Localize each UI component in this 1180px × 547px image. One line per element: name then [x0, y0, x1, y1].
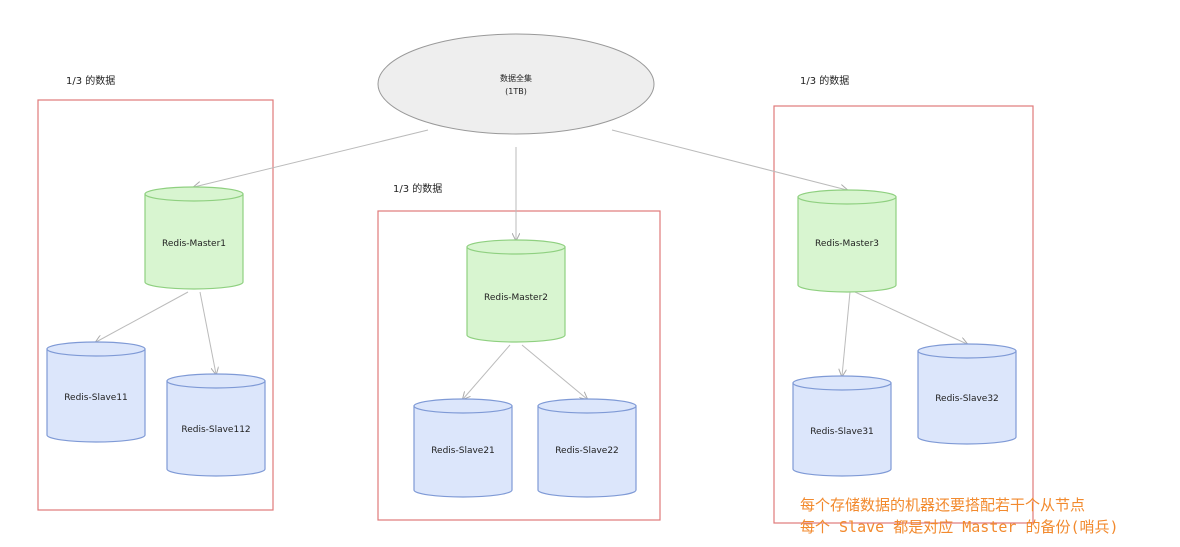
edge-root-to-master-1 — [194, 129, 429, 187]
slave-2-1-label: Redis-Slave21 — [431, 446, 495, 456]
data-set-subtitle: (1TB) — [505, 87, 527, 96]
slave-2-1-node — [413, 398, 513, 498]
group-3-frame — [773, 105, 1034, 524]
edge-master-1-to-slave-1 — [96, 291, 189, 342]
slave-3-2-node — [917, 343, 1017, 445]
slave-1-2-label: Redis-Slave112 — [181, 425, 250, 435]
group-2-label: 1/3 的数据 — [393, 184, 443, 195]
slave-1-1-label: Redis-Slave11 — [64, 393, 128, 403]
master-3-node — [797, 189, 897, 293]
edge-master-2-to-slave-2 — [521, 344, 587, 399]
slave-1-1-node — [46, 341, 146, 443]
slave-1-2-node — [166, 373, 266, 477]
edge-master-2-to-slave-1 — [463, 344, 511, 399]
group-1-frame — [37, 99, 274, 511]
data-set-node — [377, 33, 655, 135]
slave-2-2-node — [537, 398, 637, 498]
edge-master-1-to-slave-2 — [199, 291, 216, 374]
group-2-frame — [377, 210, 661, 521]
group-1-label: 1/3 的数据 — [66, 76, 116, 87]
edge-root-to-master-3 — [611, 129, 847, 190]
note-line-2: 每个 Slave 都是对应 Master 的备份(哨兵) — [800, 518, 1119, 536]
data-set-title: 数据全集 — [500, 73, 532, 83]
slave-3-2-label: Redis-Slave32 — [935, 394, 999, 404]
note-line-1: 每个存储数据的机器还要搭配若干个从节点 — [800, 496, 1086, 514]
edge-master-3-to-slave-2 — [854, 291, 967, 344]
edge-master-3-to-slave-1 — [842, 291, 851, 376]
slave-3-1-node — [792, 375, 892, 477]
slave-2-2-label: Redis-Slave22 — [555, 446, 619, 456]
master-2-label: Redis-Master2 — [484, 293, 548, 303]
master-3-label: Redis-Master3 — [815, 239, 879, 249]
group-3-label: 1/3 的数据 — [800, 76, 850, 87]
master-1-label: Redis-Master1 — [162, 239, 226, 249]
master-2-node — [466, 239, 566, 343]
master-1-node — [144, 186, 244, 290]
slave-3-1-label: Redis-Slave31 — [810, 427, 874, 437]
